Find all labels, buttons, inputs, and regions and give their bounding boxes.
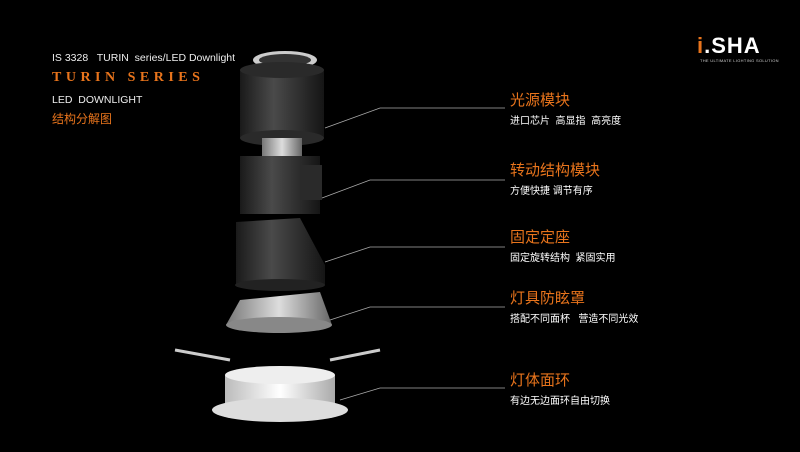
logo-tagline: THE ULTIMATE LIGHTING SOLUTION — [700, 58, 779, 63]
component-name: 固定定座 — [510, 229, 571, 246]
anti-glare-reflector — [226, 292, 332, 333]
component-name: 灯具防眩罩 — [510, 290, 586, 307]
brand-logo: i.SHA — [697, 33, 761, 58]
component-name: 转动结构模块 — [510, 162, 601, 179]
component-rotation: 转动结构模块方便快捷 调节有序 — [510, 162, 600, 197]
leader-lines — [321, 107, 505, 401]
series-subtitle: IS 3328 TURIN series/LED Downlight — [52, 52, 236, 64]
diagram-label: 结构分解图 — [52, 112, 113, 126]
component-desc: 搭配不同面杯 营造不同光效 — [510, 314, 639, 325]
light-source-module — [240, 51, 324, 146]
component-reflector: 灯具防眩罩搭配不同面杯 营造不同光效 — [510, 290, 638, 325]
rotation-module — [240, 138, 322, 214]
series-title: TURIN SERIES — [52, 70, 205, 85]
body-trim-ring — [212, 366, 348, 422]
product-type: LED DOWNLIGHT — [52, 94, 143, 106]
component-base: 固定定座固定旋转结构 紧固实用 — [510, 229, 616, 264]
component-desc: 进口芯片 高显指 高亮度 — [510, 116, 622, 127]
component-name: 光源模块 — [510, 92, 571, 109]
component-desc: 固定旋转结构 紧固实用 — [510, 253, 616, 264]
spring-clips — [174, 348, 381, 362]
component-light-source: 光源模块进口芯片 高显指 高亮度 — [510, 92, 621, 127]
component-name: 灯体面环 — [510, 372, 571, 389]
fixing-base — [235, 218, 325, 291]
component-desc: 有边无边面环自由切换 — [510, 396, 610, 407]
component-desc: 方便快捷 调节有序 — [510, 186, 593, 197]
component-trim-ring: 灯体面环有边无边面环自由切换 — [510, 372, 610, 407]
